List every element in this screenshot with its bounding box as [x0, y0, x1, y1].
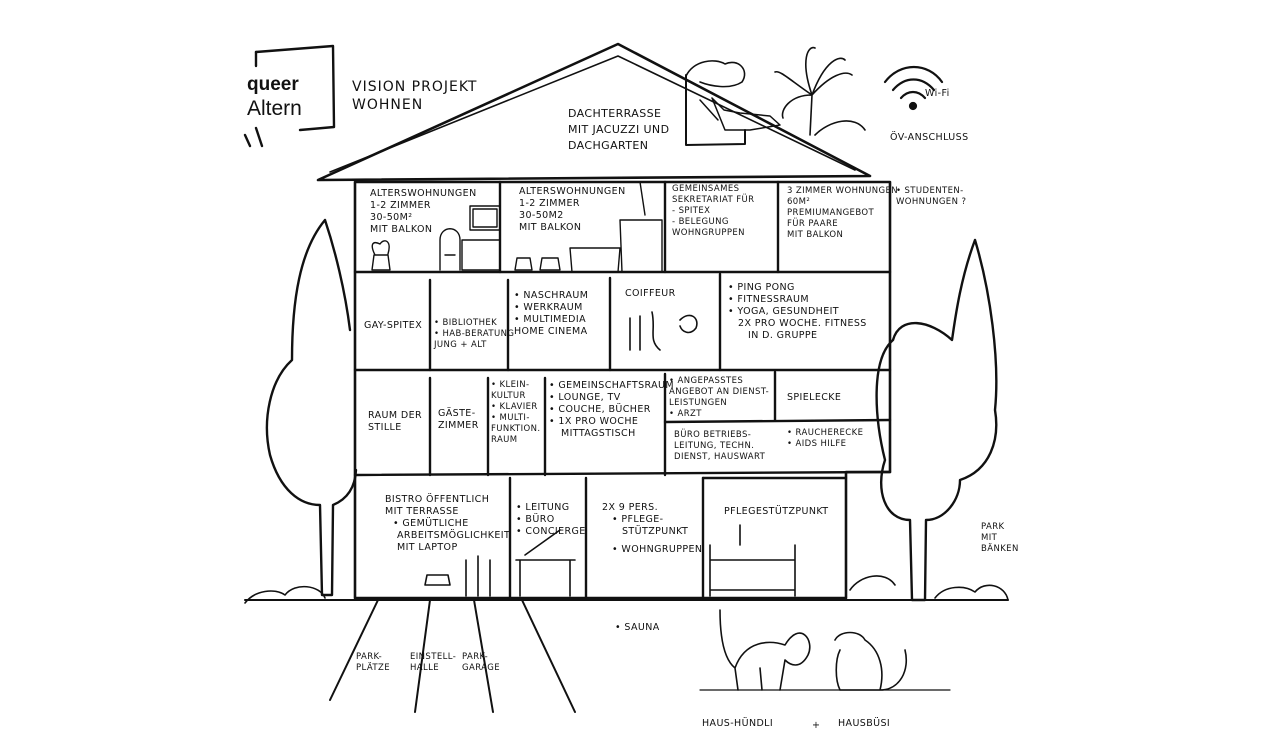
- title-line-2: Wohnen: [352, 97, 424, 113]
- roof: [316, 42, 872, 182]
- room-management-office: Büro Betriebs- leitung, Techn. Dienst, H…: [674, 430, 766, 462]
- room-gay-spitex: Gay-Spitex: [364, 320, 423, 331]
- logo-queer: queer: [247, 74, 299, 95]
- wifi-label: Wi-Fi: [925, 88, 950, 99]
- transit-label: ÖV-Anschluss: [890, 132, 969, 143]
- right-tree: [875, 238, 998, 602]
- dog-illustration: [719, 609, 811, 691]
- room-care-station: Pflegestützpunkt: [724, 506, 829, 517]
- park-label: Park mit Bänken: [981, 522, 1019, 554]
- student-apartments-note: • Studenten- wohnungen ?: [896, 186, 967, 207]
- room-bistro: Bistro öffentlich mit Terrasse • Gemütli…: [385, 494, 511, 553]
- roof-terrace-label: Dachterrasse mit Jacuzzi und Dachgarten: [568, 107, 670, 152]
- room-senior-apartments-2: Alterswohnungen 1-2 Zimmer 30-50m2 mit B…: [519, 186, 626, 233]
- left-tree: [265, 218, 358, 597]
- room-care-groups: 2x 9 Pers. • Pflege- stützpunkt • Wohngr…: [602, 502, 703, 555]
- room-concierge: • Leitung • Büro • Concierge: [516, 502, 586, 537]
- room-culture: • Klein- Kultur • Klavier • Multi- funkt…: [491, 380, 541, 445]
- indoor-garage-label: Einstell- halle: [410, 652, 457, 673]
- room-fitness: • Ping Pong • Fitnessraum • Yoga, Gesund…: [728, 282, 867, 341]
- plus-sign: +: [812, 720, 821, 731]
- room-secretariat: Gemeinsames Sekretariat für - Spitex - B…: [672, 184, 755, 238]
- room-workshop-media: • Naschraum • Werkraum • Multimedia Home…: [514, 290, 589, 337]
- sauna-label: • Sauna: [615, 622, 660, 633]
- room-smoking-aids: • Raucherecke • Aids Hilfe: [787, 428, 864, 449]
- cat-label: Hausbüsi: [838, 718, 891, 729]
- dog-label: Haus-Hündli: [702, 718, 774, 729]
- parking-garage-label: Park- garage: [462, 652, 500, 673]
- room-three-room-apartments: 3 Zimmer Wohnungen 60m² Premiumangebot f…: [787, 186, 899, 240]
- logo-frame: [254, 44, 336, 132]
- parking-lanes: [329, 599, 576, 713]
- room-guest: Gäste- zimmer: [438, 408, 479, 431]
- logo-altern: Altern: [247, 97, 302, 120]
- room-hairdresser: Coiffeur: [625, 288, 676, 299]
- room-library: • Bibliothek • Hab-Beratung Jung + Alt: [434, 318, 515, 350]
- cat-illustration: [834, 631, 907, 691]
- room-senior-apartments-1: Alterswohnungen 1-2 Zimmer 30-50m² mit B…: [370, 188, 477, 235]
- room-play-corner: Spielecke: [787, 392, 842, 403]
- room-community: • Gemeinschaftsraum • Lounge, TV • Couch…: [549, 380, 674, 439]
- page-title: Vision Projekt Wohnen: [352, 78, 477, 114]
- parking-spots-label: Park- plätze: [356, 652, 390, 673]
- title-line-1: Vision Projekt: [352, 79, 478, 95]
- room-services: • Angepasstes Angebot an Dienst- leistun…: [669, 376, 770, 419]
- room-silence: Raum der Stille: [368, 410, 423, 433]
- wifi-icon: [883, 66, 944, 111]
